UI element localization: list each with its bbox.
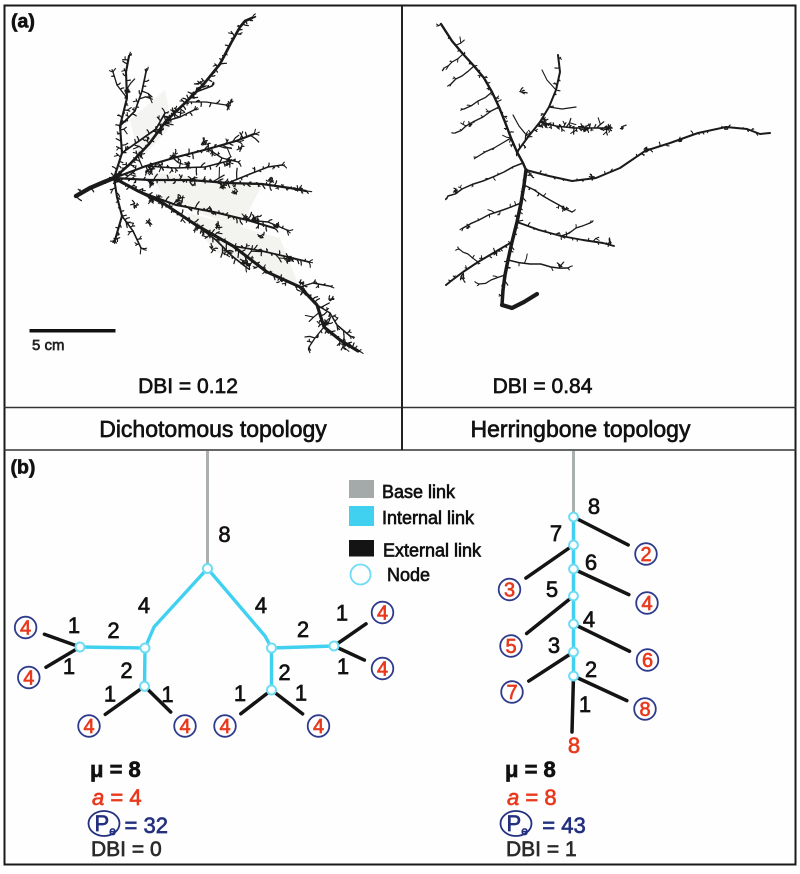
svg-text:3: 3 — [548, 633, 560, 658]
svg-text:1: 1 — [295, 681, 307, 706]
svg-text:External link: External link — [383, 541, 482, 561]
svg-text:4: 4 — [583, 607, 595, 632]
svg-text:= 43: = 43 — [542, 813, 585, 838]
svg-text:Herringbone topology: Herringbone topology — [471, 416, 691, 442]
svg-text:Base link: Base link — [382, 482, 456, 502]
svg-text:4: 4 — [219, 716, 230, 738]
svg-text:(a): (a) — [11, 11, 35, 33]
svg-text:3: 3 — [504, 580, 515, 602]
svg-text:DBI = 0.84: DBI = 0.84 — [493, 375, 593, 398]
svg-text:4: 4 — [377, 659, 388, 681]
svg-text:= 32: = 32 — [125, 813, 168, 838]
svg-text:1: 1 — [336, 601, 348, 626]
svg-text:1: 1 — [234, 681, 246, 706]
svg-text:μ = 8: μ = 8 — [505, 757, 556, 782]
svg-text:8: 8 — [588, 494, 600, 519]
svg-text:4: 4 — [20, 618, 31, 640]
svg-text:DBI = 0.12: DBI = 0.12 — [138, 375, 238, 398]
svg-text:4: 4 — [641, 593, 652, 615]
svg-text:7: 7 — [506, 682, 517, 704]
svg-text:1: 1 — [68, 613, 80, 638]
svg-text:5 cm: 5 cm — [32, 337, 65, 354]
svg-text:(b): (b) — [11, 457, 36, 479]
svg-text:6: 6 — [642, 650, 653, 672]
svg-text:1: 1 — [337, 654, 349, 679]
svg-text:DBI = 0: DBI = 0 — [91, 838, 162, 861]
svg-text:4: 4 — [179, 716, 190, 738]
svg-text:4: 4 — [255, 593, 267, 618]
svg-text:Dichotomous topology: Dichotomous topology — [99, 416, 327, 442]
svg-text:1: 1 — [161, 682, 173, 707]
svg-text:4: 4 — [313, 716, 324, 738]
svg-text:6: 6 — [585, 550, 597, 575]
svg-text:μ = 8: μ = 8 — [90, 757, 141, 782]
svg-text:a = 8: a = 8 — [507, 785, 557, 810]
svg-text:2: 2 — [640, 544, 651, 566]
svg-text:1: 1 — [104, 682, 116, 707]
svg-text:Internal link: Internal link — [382, 508, 475, 528]
svg-text:2: 2 — [278, 660, 290, 685]
svg-text:7: 7 — [550, 521, 562, 546]
svg-text:4: 4 — [23, 668, 34, 690]
svg-text:2: 2 — [297, 617, 309, 642]
svg-text:DBI = 1: DBI = 1 — [506, 838, 577, 861]
svg-text:8: 8 — [639, 699, 650, 721]
svg-text:1: 1 — [579, 692, 591, 717]
svg-text:a = 4: a = 4 — [92, 785, 142, 810]
svg-text:8: 8 — [568, 733, 580, 758]
svg-text:Node: Node — [387, 565, 430, 585]
svg-text:4: 4 — [138, 593, 150, 618]
svg-text:2: 2 — [120, 658, 132, 683]
svg-text:2: 2 — [585, 657, 597, 682]
svg-text:4: 4 — [377, 603, 388, 625]
svg-text:5: 5 — [546, 577, 558, 602]
svg-text:8: 8 — [218, 522, 230, 547]
svg-text:5: 5 — [505, 636, 516, 658]
svg-text:1: 1 — [63, 654, 75, 679]
svg-text:2: 2 — [107, 618, 119, 643]
svg-text:4: 4 — [83, 716, 94, 738]
